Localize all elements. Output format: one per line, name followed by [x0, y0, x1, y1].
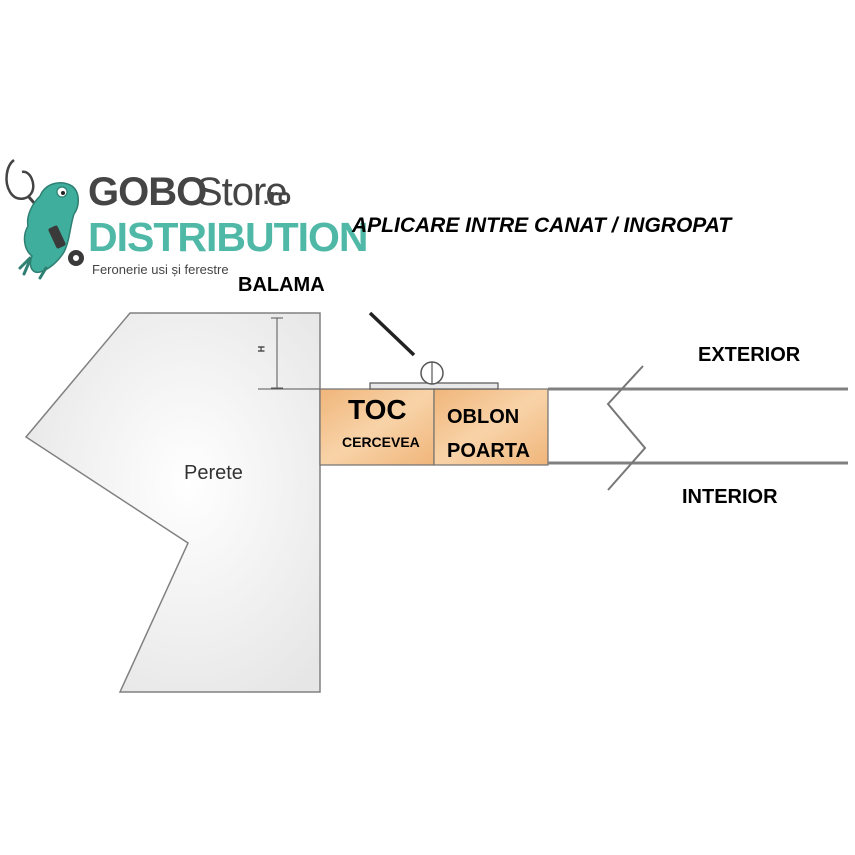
hinge-pointer	[368, 311, 416, 357]
interior-label: INTERIOR	[682, 486, 778, 508]
exterior-label: EXTERIOR	[698, 344, 801, 366]
frame-block	[319, 388, 435, 466]
logo-name-part1: GOBO	[88, 170, 207, 214]
frame-label: TOC	[348, 394, 407, 425]
diagram-title: APLICARE INTRE CANAT / INGROPAT	[352, 214, 732, 237]
wall-label: Perete	[184, 462, 243, 484]
break-line	[606, 365, 647, 491]
wall-shape	[24, 312, 321, 693]
frame-sublabel: CERCEVEA	[342, 434, 420, 450]
leaf-label-2: POARTA	[447, 440, 530, 462]
leaf-block	[433, 388, 549, 466]
logo-tagline: Feronerie usi și ferestre	[92, 262, 229, 277]
leaf-label-1: OBLON	[447, 406, 520, 428]
logo-tld: .ro	[263, 184, 292, 209]
logo-subtitle: DISTRIBUTION	[88, 214, 369, 260]
panel-lines	[548, 387, 848, 465]
height-dimension	[258, 317, 322, 390]
hinge-label: BALAMA	[238, 274, 325, 296]
frog-mascot-icon	[5, 159, 84, 280]
height-mark: H	[256, 345, 267, 353]
logo-name-part2: Store	[196, 170, 288, 214]
hinge-icon	[369, 361, 499, 390]
